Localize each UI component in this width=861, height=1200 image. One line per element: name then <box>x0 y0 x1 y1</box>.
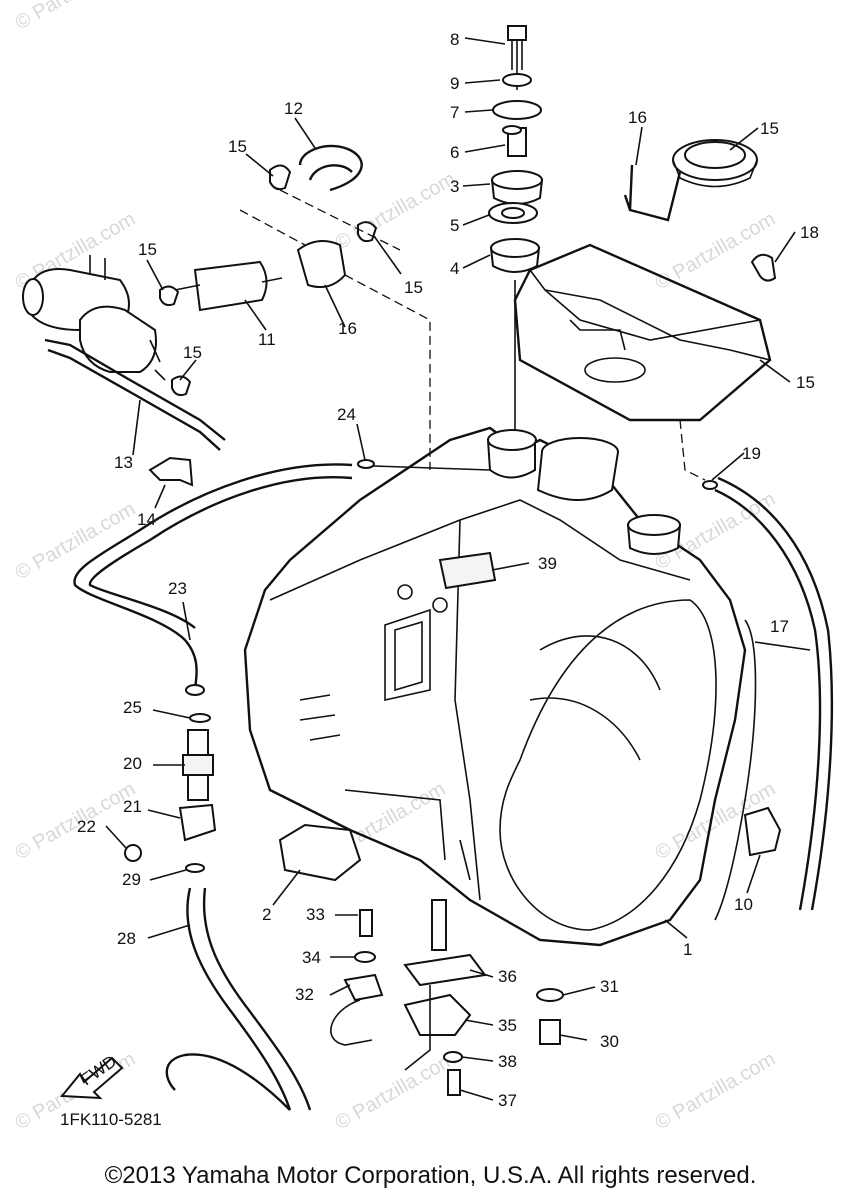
callout-34: 34 <box>302 948 321 967</box>
callout-6: 6 <box>450 143 459 162</box>
diagram-code: 1FK110-5281 <box>60 1110 162 1129</box>
callout-29: 29 <box>122 870 141 889</box>
tank-cover <box>513 243 772 422</box>
callout-12: 12 <box>284 99 303 118</box>
callout-11: 11 <box>258 330 276 349</box>
callout-21: 18 <box>800 223 819 242</box>
callout-7: 7 <box>450 103 459 122</box>
callout-27: 24 <box>337 405 356 424</box>
watermark: © Partzilla.com <box>332 1048 460 1134</box>
callout-28: 28 <box>117 929 136 948</box>
tank-bracket <box>278 823 362 882</box>
callout-22: 19 <box>742 444 761 463</box>
clamp-part <box>750 253 777 282</box>
callout-36: 36 <box>498 967 517 986</box>
callout-14: 14 <box>137 510 156 529</box>
callout-2: 2 <box>262 905 271 924</box>
callout-37: 37 <box>498 1091 517 1110</box>
callout-15: 15 <box>228 137 247 156</box>
callout-18: 15 <box>796 373 815 392</box>
callout-27b: 25 <box>123 698 142 717</box>
callout-15d: 15 <box>404 278 423 297</box>
mount-stack <box>488 25 544 430</box>
callout-30: 30 <box>600 1032 619 1051</box>
callout-15c: 15 <box>183 343 202 362</box>
lower-fuel-line <box>124 713 312 1111</box>
wire-clip <box>623 164 682 222</box>
callout-32: 32 <box>295 985 314 1004</box>
callout-15b: 15 <box>138 240 157 259</box>
watermark: © Partzilla.com <box>12 0 140 34</box>
fuel-pump-assembly <box>22 255 226 487</box>
vent-hose <box>73 459 491 696</box>
callout-5: 5 <box>450 216 459 235</box>
callout-35: 35 <box>498 1016 517 1035</box>
callout-4: 4 <box>450 259 459 278</box>
watermark-group: © Partzilla.com © Partzilla.com © Partzi… <box>12 0 780 1134</box>
callout-24: 21 <box>123 797 142 816</box>
callout-1: 1 <box>683 940 692 959</box>
callout-17: 15 <box>760 119 779 138</box>
fwd-arrow-icon: FWD <box>59 1052 124 1100</box>
callout-38: 38 <box>498 1052 517 1071</box>
callout-25: 22 <box>77 817 96 836</box>
fuel-cock-assembly <box>330 899 564 1096</box>
callout-20: 17 <box>770 617 789 636</box>
callout-8: 8 <box>450 30 459 49</box>
callout-39: 39 <box>538 554 557 573</box>
overflow-hose <box>679 419 834 911</box>
hose-holder <box>743 806 782 857</box>
callout-26: 23 <box>168 579 187 598</box>
callout-19: 16 <box>628 108 647 127</box>
copyright-notice: ©2013 Yamaha Motor Corporation, U.S.A. A… <box>104 1162 757 1189</box>
callout-23: 20 <box>123 754 142 773</box>
callout-16: 16 <box>338 319 357 338</box>
watermark: © Partzilla.com <box>652 1048 780 1134</box>
callout-10: 10 <box>734 895 753 914</box>
callout-33: 33 <box>306 905 325 924</box>
leader-lines <box>105 37 811 1101</box>
callout-labels: 8 9 7 6 3 5 4 12 15 16 15 18 15 19 17 10… <box>77 30 819 1110</box>
fuel-filter-assembly <box>159 144 431 470</box>
callout-31: 31 <box>600 977 619 996</box>
cap-gasket <box>672 139 758 188</box>
callout-3: 3 <box>450 177 459 196</box>
callout-9: 9 <box>450 74 459 93</box>
callout-13: 13 <box>114 453 133 472</box>
watermark: © Partzilla.com <box>12 778 140 864</box>
fuel-tank-exploded-diagram: © Partzilla.com © Partzilla.com © Partzi… <box>12 0 834 1134</box>
